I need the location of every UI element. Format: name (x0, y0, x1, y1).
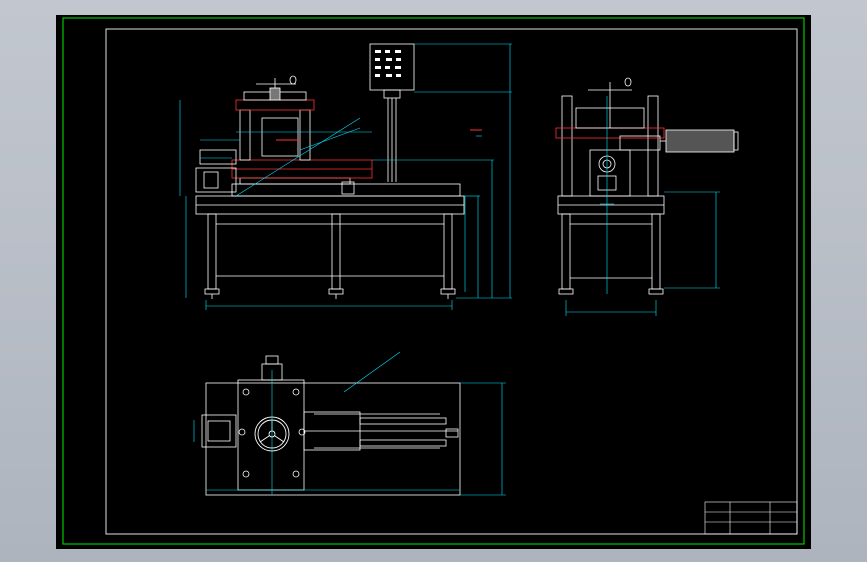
side-view-dimensions (565, 96, 720, 316)
top-view-holes (238, 388, 306, 478)
drawing-sheet (56, 15, 811, 549)
front-view (195, 43, 465, 299)
cylinder-icon (660, 129, 739, 153)
top-view (201, 355, 461, 496)
outer-frame (62, 17, 805, 545)
accent-marks (276, 129, 482, 141)
inner-border (105, 28, 798, 535)
front-view-dimensions (179, 43, 512, 310)
control-box-icon (375, 50, 401, 77)
side-view (555, 77, 665, 295)
title-block (704, 501, 798, 535)
top-view-dimensions (193, 351, 506, 496)
